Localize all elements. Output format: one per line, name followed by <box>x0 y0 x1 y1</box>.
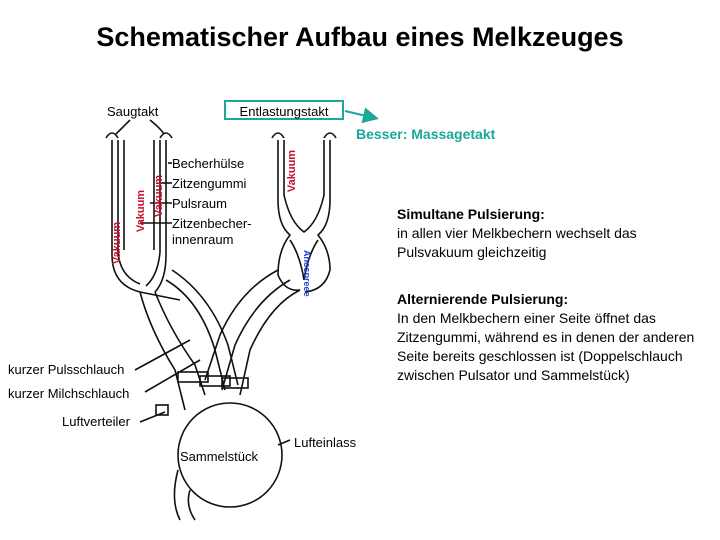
label-zitzengummi: Zitzengummi <box>172 176 247 191</box>
label-lufteinlass: Lufteinlass <box>294 435 357 450</box>
label-massagetakt: Besser: Massagetakt <box>356 126 496 142</box>
label-sammelstueck: Sammelstück <box>180 449 259 464</box>
label-relief-vertical: Ahospreee <box>302 250 312 297</box>
right-cup-outer-left <box>277 140 301 292</box>
section-alternierend-body: In den Melkbechern einer Seite öffnet da… <box>397 310 695 383</box>
label-entlastungstakt: Entlastungstakt <box>224 100 344 120</box>
section-simultan: Simultane Pulsierung: in allen vier Melk… <box>397 205 697 262</box>
label-vakuum-1: Vakuum <box>111 221 124 265</box>
section-alternierend: Alternierende Pulsierung: In den Melkbec… <box>397 290 697 385</box>
label-zitzenbecher-1: Zitzenbecher- <box>172 216 252 231</box>
label-vakuum-4: Vakuum <box>286 149 299 193</box>
label-zitzenbecher-2: innenraum <box>172 232 234 247</box>
left-cup-outer-right <box>154 140 167 293</box>
label-vakuum-2: Vakuum <box>135 189 148 233</box>
label-becherhuelse: Becherhülse <box>172 156 245 171</box>
section-alternierend-heading: Alternierende Pulsierung: <box>397 291 569 307</box>
label-milchschlauch: kurzer Milchschlauch <box>8 386 130 401</box>
section-simultan-heading: Simultane Pulsierung: <box>397 206 545 222</box>
label-luftverteiler: Luftverteiler <box>62 414 130 429</box>
label-saugtakt: Saugtakt <box>107 104 159 119</box>
left-cup-outer-left <box>111 140 181 301</box>
collector-shape <box>177 402 283 508</box>
section-simultan-body: in allen vier Melkbechern wechselt das P… <box>397 225 637 260</box>
page-title: Schematischer Aufbau eines Melkzeuges <box>96 22 624 52</box>
label-pulsraum: Pulsraum <box>172 196 227 211</box>
label-vakuum-3: Vakuum <box>153 174 166 218</box>
label-pulsschlauch: kurzer Pulsschlauch <box>8 362 125 377</box>
